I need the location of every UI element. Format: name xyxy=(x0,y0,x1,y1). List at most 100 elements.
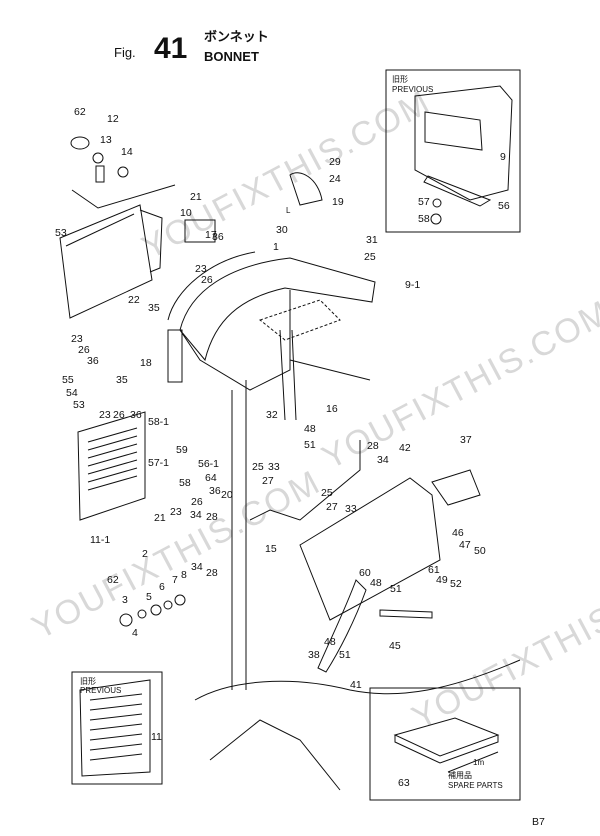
part-number-label: 36 xyxy=(130,409,142,421)
part-number-label: 17 xyxy=(205,229,217,241)
knob-62 xyxy=(70,136,90,150)
previous-bonnet-side xyxy=(414,85,513,201)
part-number-label: 10 xyxy=(180,207,192,219)
page-code: B7 xyxy=(532,816,545,828)
part-number-label: 7 xyxy=(172,574,178,586)
previous-washer xyxy=(432,198,442,208)
bracket-18 xyxy=(167,329,183,383)
part-number-label: 18 xyxy=(140,357,152,369)
part-number-label: 14 xyxy=(121,146,133,158)
stay-rod xyxy=(289,359,371,381)
part-number-label: 26 xyxy=(201,274,213,286)
frame-15 xyxy=(249,440,361,521)
side-panel-10 xyxy=(59,204,153,319)
part-number-label: 34 xyxy=(190,509,202,521)
cap-19 xyxy=(289,172,323,206)
title-english: BONNET xyxy=(204,49,259,64)
part-number-label: 62 xyxy=(107,574,119,586)
part-number-label: 1 xyxy=(273,241,279,253)
front-post-20 xyxy=(231,380,247,690)
part-number-label: 3 xyxy=(122,594,128,606)
part-number-label: 51 xyxy=(339,649,351,661)
watermark-text: YOUFIXTHIS.COM xyxy=(136,83,437,267)
washer-5 xyxy=(150,604,162,616)
bracket-leader xyxy=(71,184,176,209)
previous-bonnet-cutout xyxy=(424,111,483,151)
part-number-label: 47 xyxy=(459,539,471,551)
part-number-label: 25 xyxy=(252,461,264,473)
part-number-label: 25 xyxy=(364,251,376,263)
previous-jp-top: 旧形 xyxy=(392,75,408,84)
previous-jp-bottom: 旧形 xyxy=(80,677,96,686)
hidden-line xyxy=(258,299,341,341)
part-number-label: 21 xyxy=(154,512,166,524)
washer-6 xyxy=(163,600,173,610)
seal-strip-41 xyxy=(317,579,367,673)
part-number-label: 33 xyxy=(268,461,280,473)
previous-bracket xyxy=(423,175,492,207)
part-number-label: 9 xyxy=(500,151,506,163)
part-number-label: 20 xyxy=(221,489,233,501)
part-number-label: 32 xyxy=(266,409,278,421)
part-number-label: 11 xyxy=(151,731,162,743)
part-number-label: 26 xyxy=(191,496,203,508)
knob-62b xyxy=(119,613,133,627)
part-number-label: 27 xyxy=(326,501,338,513)
part-number-label: 57-1 xyxy=(148,457,169,469)
lock-shaft-12 xyxy=(95,165,105,183)
part-number-label: 51 xyxy=(390,583,402,595)
part-number-label: 35 xyxy=(148,302,160,314)
spare-en: SPARE PARTS xyxy=(448,781,503,790)
grille-slats xyxy=(87,427,138,491)
rubber-45 xyxy=(379,609,433,619)
part-number-label: 48 xyxy=(324,636,336,648)
part-number-label: 53 xyxy=(73,399,85,411)
part-number-label: 8 xyxy=(181,569,187,581)
part-number-label: 38 xyxy=(308,649,320,661)
part-number-label: 60 xyxy=(359,567,371,579)
part-number-label: 58 xyxy=(179,477,191,489)
previous-grille xyxy=(79,679,151,777)
previous-en-top: PREVIOUS xyxy=(392,85,433,94)
grille-panel-11-1 xyxy=(77,411,146,521)
part-number-label: 34 xyxy=(191,561,203,573)
figure-number: 41 xyxy=(154,32,188,65)
tractor-body-outline xyxy=(194,659,521,701)
nut-14 xyxy=(117,166,129,178)
part-number-label: 11-1 xyxy=(90,534,110,546)
title-japanese: ボンネット xyxy=(204,29,269,44)
part-number-label: 23 xyxy=(170,506,182,518)
part-number-label: 48 xyxy=(304,423,316,435)
lock-13 xyxy=(92,152,104,164)
dimension-letter: L xyxy=(286,206,291,215)
part-number-label: 9-1 xyxy=(405,279,420,291)
part-number-label: 63 xyxy=(398,777,410,789)
part-number-label: 13 xyxy=(100,134,112,146)
part-number-label: 58 xyxy=(418,213,430,225)
side-panel-edge xyxy=(65,213,135,247)
part-number-label: 23 xyxy=(195,263,207,275)
previous-grille-frame xyxy=(71,671,163,785)
part-number-label: 26 xyxy=(78,344,90,356)
part-number-label: 23 xyxy=(71,333,83,345)
watermark-text: YOUFIXTHIS.COM xyxy=(26,463,327,647)
part-number-label: 46 xyxy=(452,527,464,539)
part-number-label: 58-1 xyxy=(148,416,169,428)
part-number-label: 41 xyxy=(350,679,362,691)
previous-nut xyxy=(430,213,442,225)
part-number-label: 36 xyxy=(87,355,99,367)
part-number-label: 30 xyxy=(276,224,288,236)
part-number-label: 53 xyxy=(55,227,67,239)
part-number-label: 28 xyxy=(206,567,218,579)
part-number-label: 56 xyxy=(498,200,510,212)
tractor-body-lower xyxy=(209,719,341,791)
part-number-label: 33 xyxy=(345,503,357,515)
part-number-label: 29 xyxy=(329,156,341,168)
part-number-label: 35 xyxy=(116,374,128,386)
part-number-label: 59 xyxy=(176,444,188,456)
previous-grille-slats xyxy=(89,693,143,761)
part-number-label: 45 xyxy=(389,640,401,652)
washer-3 xyxy=(137,609,147,619)
length-dimension xyxy=(447,751,499,773)
part-number-label: 21 xyxy=(190,191,202,203)
